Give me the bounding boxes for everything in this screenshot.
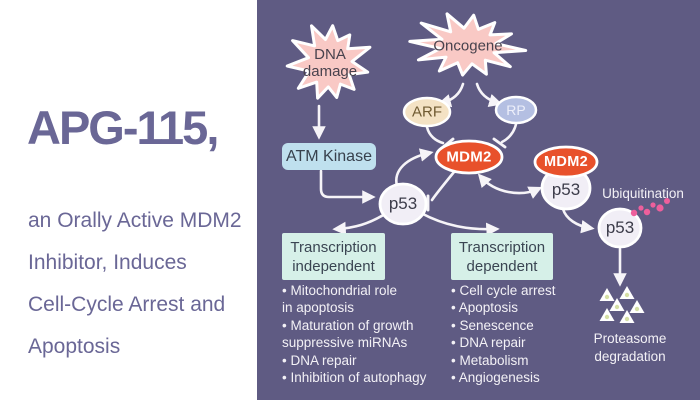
list-item: • Metabolism bbox=[451, 352, 529, 368]
p53-complex-label: p53 bbox=[551, 180, 581, 199]
drug-title: APG-115, bbox=[27, 101, 219, 154]
rp-node bbox=[494, 95, 538, 125]
dna-damage-label: DNA damage bbox=[303, 46, 357, 80]
mdm2-node bbox=[434, 139, 504, 175]
arrow-complex-to-ubiquitinated bbox=[561, 207, 595, 234]
ti-title-line1: Transcription bbox=[290, 238, 377, 256]
transcription-independent-box: Transcription independent bbox=[282, 233, 385, 280]
ubiquitination-label: Ubiquitination bbox=[602, 186, 684, 201]
text-panel: APG-115, an Orally Active MDM2 Inhibitor… bbox=[0, 0, 257, 400]
transcription-dependent-box: Transcription dependent bbox=[451, 233, 553, 280]
arrow-atm-to-p53 bbox=[319, 169, 376, 204]
arrow-mdm2-p53-binding bbox=[477, 173, 543, 199]
subtitle-line: Inhibitor, Induces bbox=[28, 251, 187, 274]
mdm2-complex-label: MDM2 bbox=[544, 154, 588, 170]
inhibit-rp-to-mdm2 bbox=[500, 122, 518, 144]
oncogene-label: Oncogene bbox=[433, 37, 503, 55]
pathway-diagram: DNA damage Oncogene ATM Kinase ARF RP MD… bbox=[257, 0, 700, 400]
arrow-oncogene-to-arf bbox=[437, 82, 465, 108]
p53-label: p53 bbox=[388, 194, 418, 213]
mdm2-label: MDM2 bbox=[446, 148, 492, 166]
list-item: in apoptosis bbox=[282, 300, 355, 316]
p53-ubiquitinated-label: p53 bbox=[605, 218, 635, 237]
atm-kinase-box: ATM Kinase bbox=[282, 143, 376, 170]
arrow-p53-to-dependent bbox=[419, 211, 500, 237]
proteasome-line2: degradation bbox=[594, 349, 666, 364]
list-item: • Inhibition of autophagy bbox=[282, 370, 427, 386]
td-title-line2: dependent bbox=[466, 257, 538, 275]
ti-title-line2: independent bbox=[292, 257, 375, 275]
dna-damage-line2: damage bbox=[302, 63, 358, 80]
transcription-dependent-list: • Cell cycle arrest • Apoptosis • Senesc… bbox=[451, 282, 556, 386]
arrow-p53-to-mdm2 bbox=[395, 148, 434, 188]
list-item: • Apoptosis bbox=[451, 300, 519, 316]
dna-damage-line1: DNA bbox=[314, 46, 346, 63]
list-item: • Senescence bbox=[451, 317, 534, 333]
proteasome-line1: Proteasome bbox=[593, 331, 667, 346]
inhibit-mdm2-to-p53 bbox=[430, 170, 456, 202]
list-item: • Cell cycle arrest bbox=[451, 283, 556, 298]
proteasome-degradation-label: Proteasome degradation bbox=[584, 330, 676, 366]
oncogene-starburst bbox=[408, 12, 528, 77]
inhibit-tbar-rp bbox=[492, 137, 507, 149]
list-item: • DNA repair bbox=[451, 335, 526, 351]
subtitle-line: Cell-Cycle Arrest and bbox=[28, 293, 226, 316]
dna-damage-starburst bbox=[285, 24, 372, 100]
diagram-shapes bbox=[285, 12, 670, 323]
subtitle-line: an Orally Active MDM2 bbox=[28, 209, 242, 232]
list-item: • DNA repair bbox=[282, 352, 357, 368]
arrow-oncogene-to-rp bbox=[475, 82, 503, 107]
ubiquitin-chain bbox=[630, 198, 670, 217]
p53-ubiquitinated-node bbox=[597, 207, 643, 249]
list-item: suppressive miRNAs bbox=[282, 335, 408, 351]
drug-subtitle: an Orally Active MDM2 Inhibitor, Induces… bbox=[28, 200, 242, 368]
rp-label: RP bbox=[506, 102, 526, 118]
p53-node bbox=[378, 182, 428, 226]
list-item: • Maturation of growth bbox=[282, 317, 414, 333]
arf-label: ARF bbox=[412, 103, 442, 121]
arf-node bbox=[402, 96, 452, 128]
proteasome-fragments bbox=[599, 286, 645, 323]
transcription-independent-list: • Mitochondrial role in apoptosis • Matu… bbox=[282, 282, 426, 386]
arrow-p53-to-independent bbox=[332, 212, 387, 236]
td-title-line1: Transcription bbox=[458, 238, 546, 256]
subtitle-line: Apoptosis bbox=[28, 335, 121, 358]
mdm2-complex-node bbox=[533, 145, 599, 179]
list-item: • Angiogenesis bbox=[451, 370, 540, 386]
list-item: • Mitochondrial role bbox=[282, 283, 398, 298]
inhibit-arf-to-mdm2 bbox=[425, 125, 445, 145]
atm-kinase-label: ATM Kinase bbox=[286, 147, 372, 165]
